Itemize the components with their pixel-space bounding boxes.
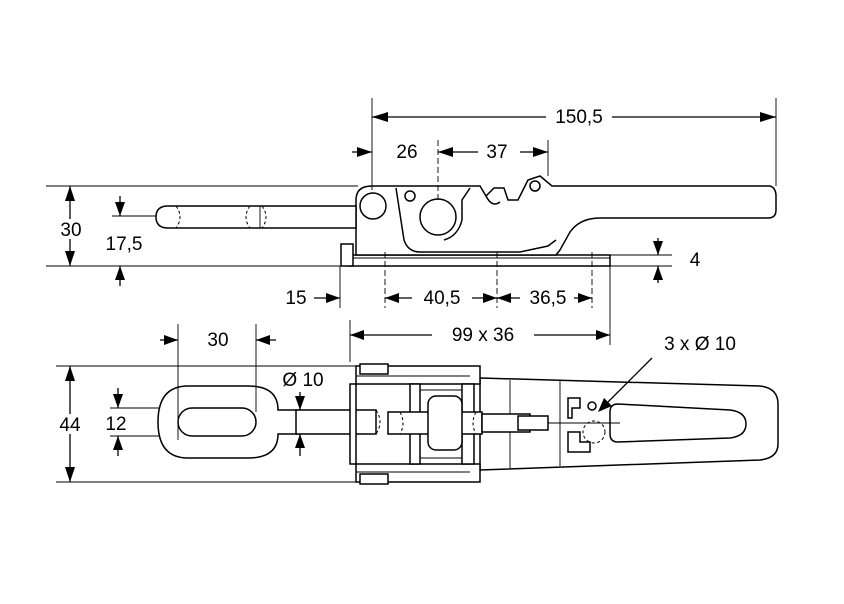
dim-rod-diameter: Ø 10 [282,370,324,456]
dim-overall-length: 150,5 [371,98,777,190]
eye-slot [177,407,257,437]
rod-top [295,409,377,435]
latch-body [355,175,777,256]
label-base-hole-end: 36,5 [530,288,567,309]
label-overall-length: 150,5 [555,107,603,128]
dim-mount-holes: 3 x Ø 10 [598,334,736,412]
hook-hole [529,180,541,192]
base-foot [340,243,354,267]
label-height: 30 [60,220,81,241]
label-eye-length: 30 [207,330,228,351]
dim-height: 30 17,5 [56,186,142,286]
label-rod-diameter: Ø 10 [282,370,323,391]
pivot-pin [359,192,387,220]
lever-slot [609,403,747,443]
main-hole [419,198,457,236]
label-base-start: 15 [285,288,306,309]
small-hole [404,190,416,202]
base-plate [347,254,611,267]
label-width: 44 [59,415,81,436]
label-base-hole-spacing: 40,5 [424,288,461,309]
roller [427,395,463,451]
top-view [56,363,779,485]
label-base-thickness: 4 [690,250,701,271]
dim-base-thickness: 4 [653,238,701,283]
tension-rod [155,205,357,229]
dim-eye-length: 30 [160,324,276,440]
label-eye-width: 12 [105,414,126,435]
side-view [46,175,777,345]
label-mount-holes: 3 x Ø 10 [664,334,736,355]
dim-pivot-to-hole: 26 37 [352,140,549,200]
label-base-plate: 99 x 36 [452,325,514,346]
label-pivot-to-hole: 26 [396,142,417,163]
label-hole-to-hook: 37 [486,142,507,163]
dim-base-positions: 15 40,5 36,5 99 x 36 [285,288,610,362]
dim-width: 44 12 [54,366,127,482]
label-eye-offset: 17,5 [106,234,143,255]
